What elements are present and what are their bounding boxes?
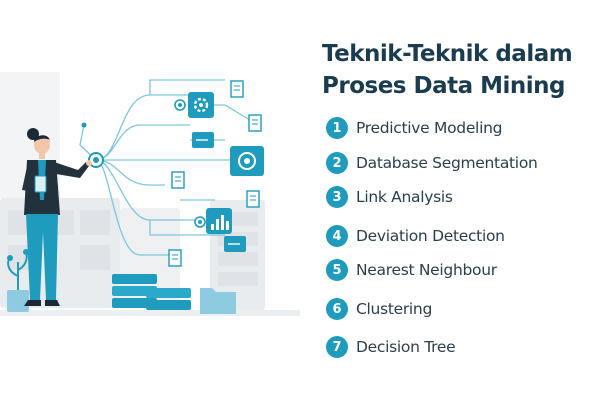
list-item: 1 Predictive Modeling — [326, 116, 502, 140]
chart-icon — [206, 208, 232, 234]
number-badge: 2 — [326, 152, 348, 174]
list-item: 6 Clustering — [326, 297, 432, 321]
technique-label: Nearest Neighbour — [356, 261, 497, 279]
data-mining-illustration — [0, 72, 300, 316]
woman-presenter-illustration — [22, 128, 92, 306]
technique-label: Deviation Detection — [356, 227, 505, 245]
network-nodes — [81, 99, 206, 228]
target-icon — [230, 146, 264, 176]
number-badge: 4 — [326, 225, 348, 247]
list-item: 5 Nearest Neighbour — [326, 258, 497, 282]
code-window-icon — [192, 132, 246, 252]
technique-label: Clustering — [356, 300, 432, 318]
number-badge: 5 — [326, 259, 348, 281]
number-badge: 7 — [326, 336, 348, 358]
folder-icon — [200, 288, 236, 314]
technique-list: 1 Predictive Modeling 2 Database Segment… — [326, 0, 596, 400]
database-icon — [112, 274, 191, 310]
technique-label: Database Segmentation — [356, 154, 538, 172]
list-item: 4 Deviation Detection — [326, 224, 505, 248]
page-title-line-2: Proses Data Mining — [322, 73, 566, 99]
document-lines — [172, 85, 258, 260]
floor — [0, 310, 300, 316]
technique-label: Link Analysis — [356, 188, 453, 206]
number-badge: 1 — [326, 117, 348, 139]
number-badge: 3 — [326, 186, 348, 208]
page-title: Teknik-Teknik dalam Proses Data Mining — [322, 38, 592, 102]
technique-label: Decision Tree — [356, 338, 456, 356]
list-item: 2 Database Segmentation — [326, 151, 538, 175]
document-icon — [168, 80, 262, 267]
gear-icon — [188, 92, 214, 118]
technique-label: Predictive Modeling — [356, 119, 503, 137]
list-item: 7 Decision Tree — [326, 335, 456, 359]
page-title-line-1: Teknik-Teknik dalam — [322, 41, 573, 67]
number-badge: 6 — [326, 298, 348, 320]
plant-icon — [7, 249, 29, 312]
list-item: 3 Link Analysis — [326, 185, 453, 209]
